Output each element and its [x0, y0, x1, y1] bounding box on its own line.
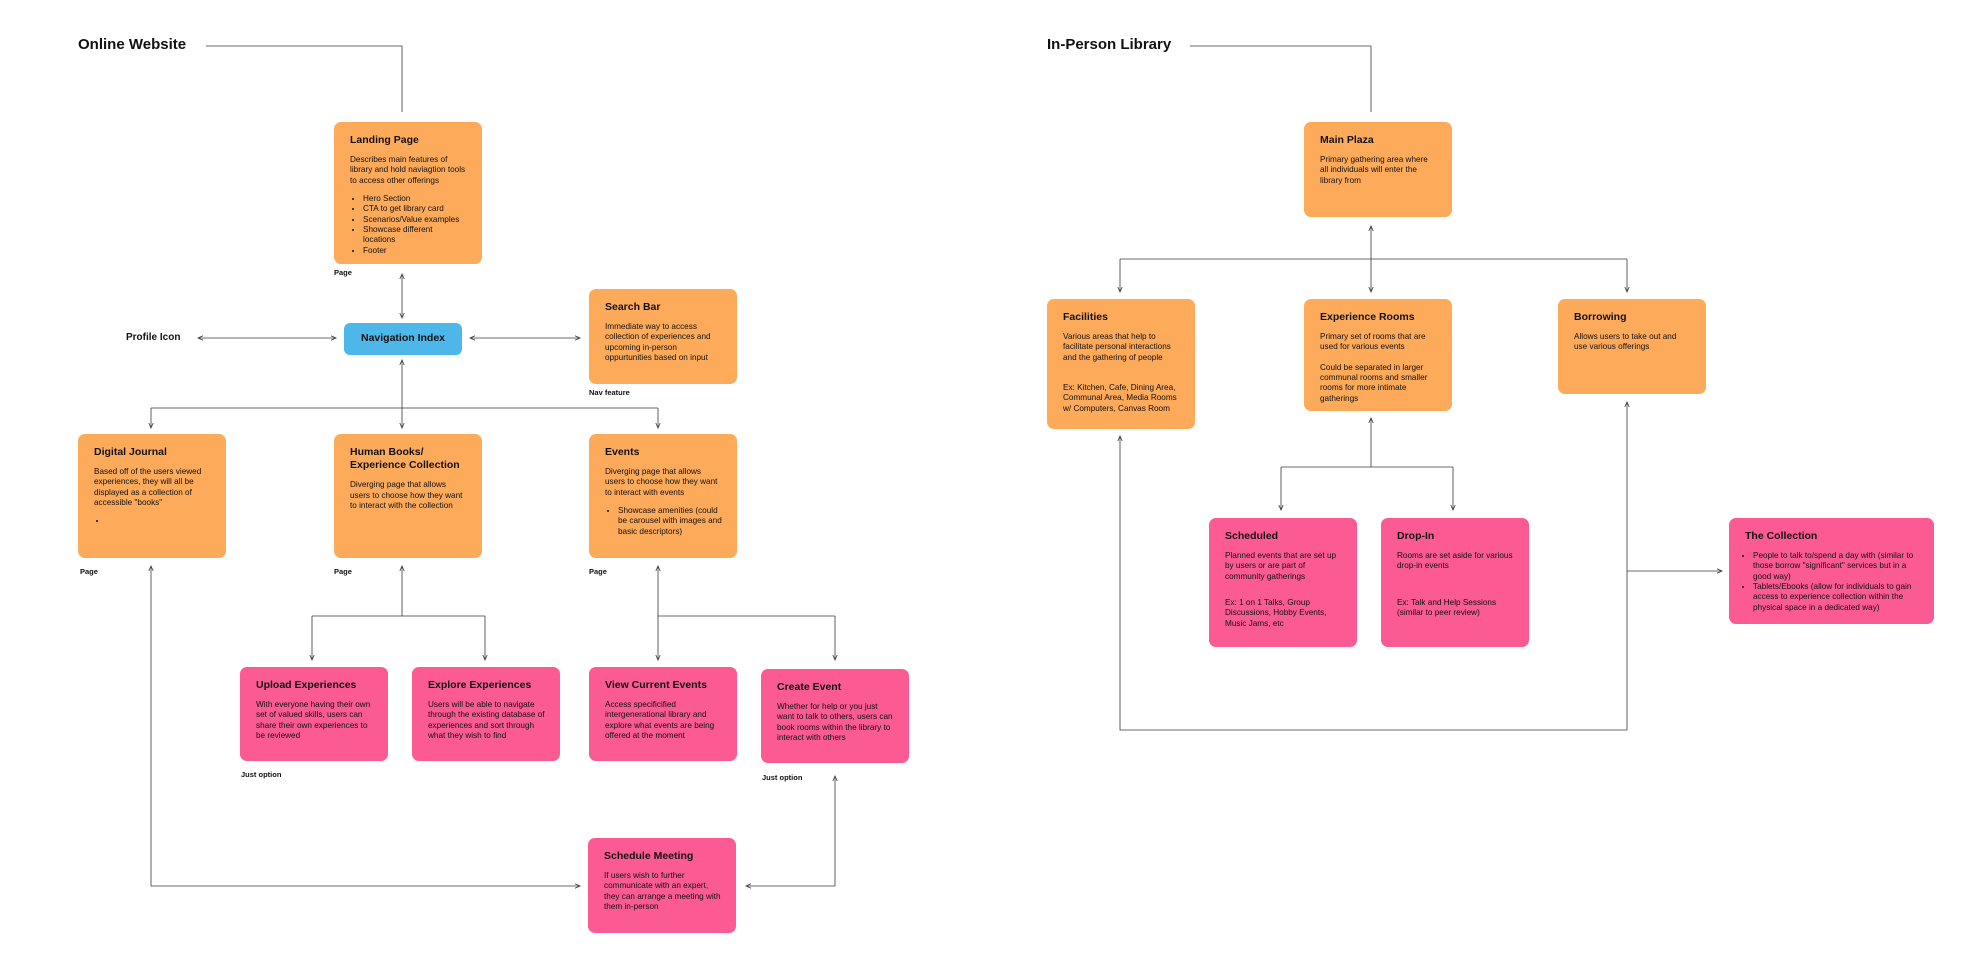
- node-examples: Ex: Kitchen, Cafe, Dining Area, Communal…: [1063, 383, 1177, 413]
- node-title: The Collection: [1745, 530, 1818, 542]
- node-description: Diverging page that allows users to choo…: [605, 467, 718, 497]
- node-bullets: [94, 516, 211, 526]
- node-human-books[interactable]: Human Books/ Experience Collection Diver…: [334, 434, 482, 558]
- node-description: Primary gathering area where all individ…: [1320, 155, 1428, 185]
- bullet-item: CTA to get library card: [363, 204, 467, 214]
- node-title: Explore Experiences: [428, 679, 532, 691]
- node-description: Whether for help or you just want to tal…: [777, 702, 893, 743]
- bullet-item: [107, 516, 211, 526]
- caption-search-bar: Nav feature: [589, 388, 630, 397]
- section-title-online: Online Website: [78, 36, 187, 53]
- node-digital-journal[interactable]: Digital Journal Based off of the users v…: [78, 434, 226, 558]
- node-title: Main Plaza: [1320, 134, 1374, 146]
- node-description: With everyone having their own set of va…: [256, 700, 371, 741]
- bullet-item: Hero Section: [363, 194, 467, 204]
- node-title: Upload Experiences: [256, 679, 357, 691]
- node-title: Digital Journal: [94, 446, 167, 458]
- node-experience-rooms[interactable]: Experience Rooms Primary set of rooms th…: [1304, 299, 1452, 411]
- node-events[interactable]: Events Diverging page that allows users …: [589, 434, 737, 558]
- node-title: Create Event: [777, 681, 842, 693]
- bullet-item: People to talk to/spend a day with (simi…: [1753, 551, 1919, 582]
- node-title: Drop-In: [1397, 530, 1435, 542]
- edge-journal-schedule: [151, 566, 580, 886]
- node-drop-in[interactable]: Drop-In Rooms are set aside for various …: [1381, 518, 1529, 647]
- node-description: Users will be able to navigate through t…: [428, 700, 545, 741]
- node-description: Primary set of rooms that are used for v…: [1320, 332, 1426, 352]
- node-description: Rooms are set aside for various drop-in …: [1397, 551, 1513, 571]
- edge-title-to-plaza: [1190, 45, 1372, 112]
- section-title-inperson: In-Person Library: [1047, 36, 1172, 53]
- node-title: Human Books/ Experience Collection: [350, 446, 460, 472]
- node-title: View Current Events: [605, 679, 707, 691]
- node-the-collection[interactable]: The Collection People to talk to/spend a…: [1729, 518, 1934, 624]
- node-title: Search Bar: [605, 301, 661, 313]
- edge-facilities-borrowing: [1120, 402, 1627, 731]
- bullet-item: Showcase different locations: [363, 225, 467, 246]
- bullet-item: Tablets/Ebooks (allow for individuals to…: [1753, 582, 1919, 613]
- node-title: Experience Rooms: [1320, 311, 1415, 323]
- node-navigation-index[interactable]: Navigation Index: [344, 323, 462, 355]
- node-description: Diverging page that allows users to choo…: [350, 480, 463, 510]
- node-examples: Ex: 1 on 1 Talks, Group Discussions, Hob…: [1225, 598, 1327, 628]
- node-description: Access specificified intergenerational l…: [605, 700, 715, 741]
- caption-human-books: Page: [334, 567, 352, 576]
- caption-create-event: Just option: [762, 773, 803, 782]
- node-description: Based off of the users viewed experience…: [94, 467, 202, 508]
- node-title: Landing Page: [350, 134, 419, 146]
- node-description: Allows users to take out and use various…: [1574, 332, 1677, 352]
- edge-create-schedule: [746, 776, 835, 886]
- caption-events: Page: [589, 567, 607, 576]
- node-main-plaza[interactable]: Main Plaza Primary gathering area where …: [1304, 122, 1452, 217]
- bullet-item: Showcase amenities (could be carousel wi…: [618, 506, 722, 537]
- profile-icon-label: Profile Icon: [126, 332, 181, 343]
- caption-upload: Just option: [241, 770, 282, 779]
- node-title: Facilities: [1063, 311, 1108, 323]
- node-description: If users wish to further communicate wit…: [604, 871, 721, 912]
- node-title: Schedule Meeting: [604, 850, 694, 862]
- node-bullets: Showcase amenities (could be carousel wi…: [605, 506, 722, 537]
- node-facilities[interactable]: Facilities Various areas that help to fa…: [1047, 299, 1195, 429]
- node-title: Scheduled: [1225, 530, 1279, 542]
- node-examples: Ex: Talk and Help Sessions (similar to p…: [1397, 597, 1497, 618]
- node-title: Events: [605, 446, 640, 458]
- bullet-item: Scenarios/Value examples: [363, 215, 467, 225]
- node-create-event[interactable]: Create Event Whether for help or you jus…: [761, 669, 909, 763]
- node-landing-page[interactable]: Landing Page Describes main features of …: [334, 122, 482, 264]
- node-title: Borrowing: [1574, 311, 1627, 323]
- node-bullets: People to talk to/spend a day with (simi…: [1745, 551, 1919, 613]
- node-borrowing[interactable]: Borrowing Allows users to take out and u…: [1558, 299, 1706, 394]
- node-explore-experiences[interactable]: Explore Experiences Users will be able t…: [412, 667, 560, 761]
- node-search-bar[interactable]: Search Bar Immediate way to access colle…: [589, 289, 737, 384]
- caption-landing: Page: [334, 268, 352, 277]
- node-schedule-meeting[interactable]: Schedule Meeting If users wish to furthe…: [588, 838, 736, 933]
- node-description: Various areas that help to facilitate pe…: [1063, 332, 1171, 362]
- node-bullets: Hero Section CTA to get library card Sce…: [350, 194, 467, 256]
- node-description: Planned events that are set up by users …: [1225, 551, 1337, 581]
- node-upload-experiences[interactable]: Upload Experiences With everyone having …: [240, 667, 388, 761]
- node-description: Describes main features of library and h…: [350, 155, 466, 185]
- edge-title-to-landing: [206, 45, 403, 112]
- node-title: Navigation Index: [360, 332, 445, 345]
- node-description: Immediate way to access collection of ex…: [605, 322, 711, 363]
- caption-journal: Page: [80, 567, 98, 576]
- node-view-current-events[interactable]: View Current Events Access specificified…: [589, 667, 737, 761]
- bullet-item: Footer: [363, 246, 467, 256]
- node-note: Could be separated in larger communal ro…: [1320, 362, 1428, 403]
- node-scheduled[interactable]: Scheduled Planned events that are set up…: [1209, 518, 1357, 647]
